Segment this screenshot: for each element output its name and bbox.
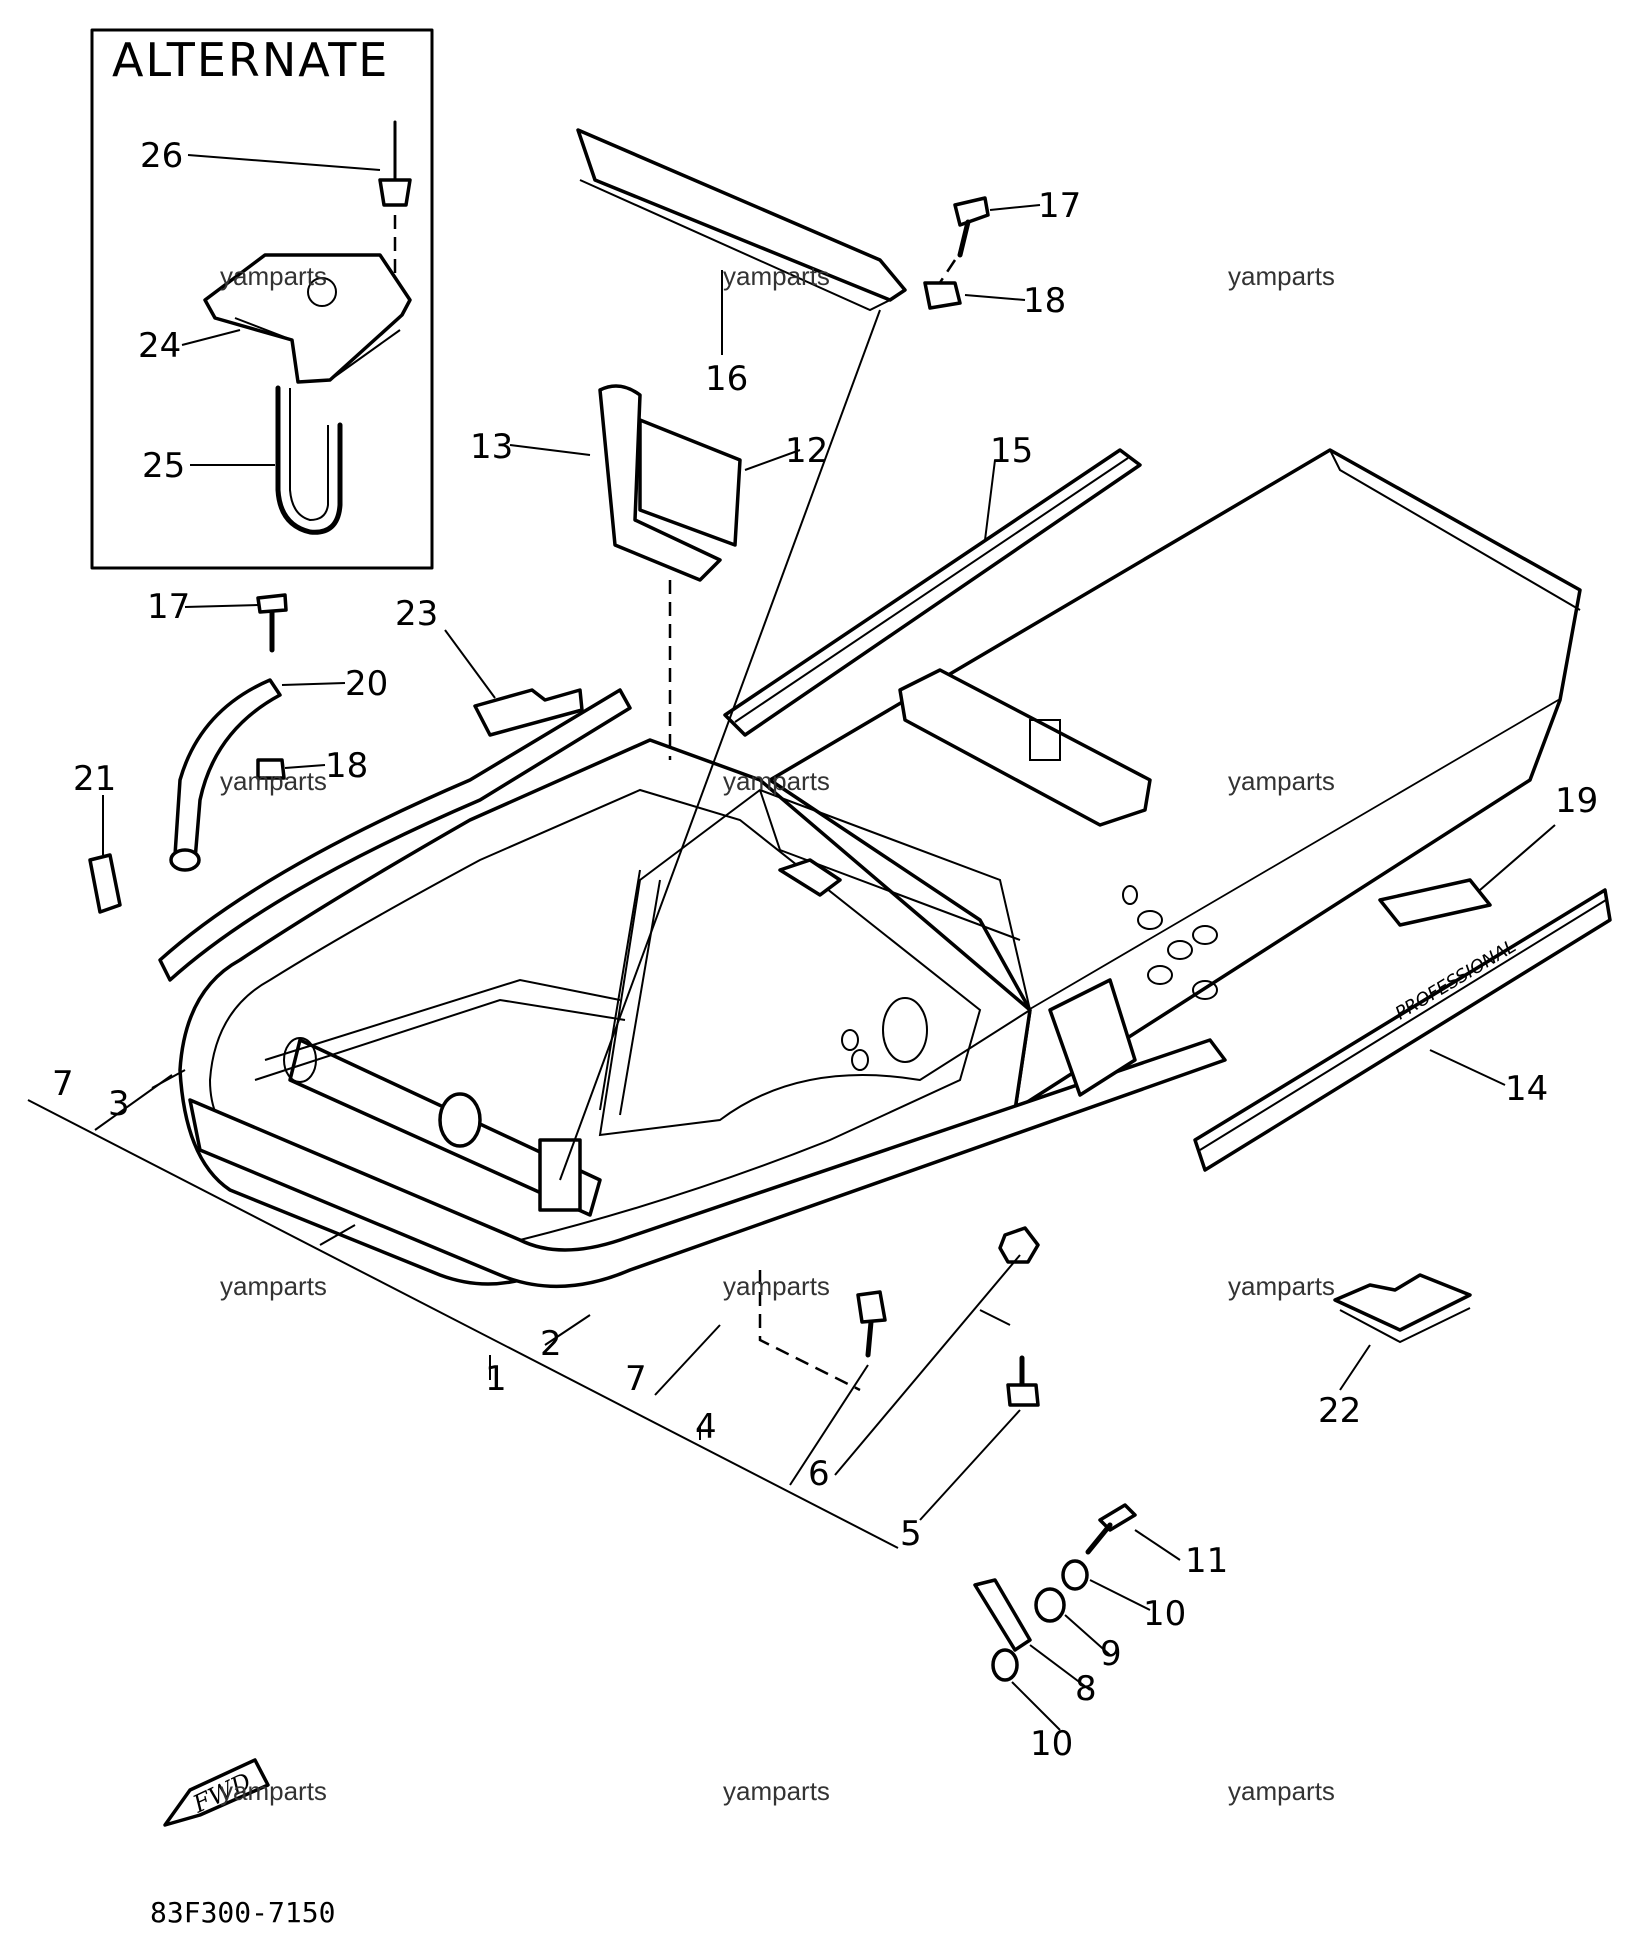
callout-7b: 7 <box>625 1359 647 1399</box>
callout-20: 20 <box>345 664 388 704</box>
watermark: yamparts <box>723 261 830 291</box>
watermark: yamparts <box>723 1776 830 1806</box>
watermarks: yamparts yamparts yamparts yamparts yamp… <box>220 261 1335 1806</box>
callout-11: 11 <box>1185 1541 1228 1581</box>
part-15-strip <box>723 448 1142 737</box>
callout-15: 15 <box>990 431 1033 471</box>
callout-16: 16 <box>705 359 748 399</box>
engine-cradle <box>598 788 1032 1137</box>
hardware-8-11 <box>973 1503 1137 1682</box>
watermark: yamparts <box>723 766 830 796</box>
watermark: yamparts <box>220 1776 327 1806</box>
watermark: yamparts <box>220 1271 327 1301</box>
part-25-u-bolt <box>275 385 343 535</box>
part-19-pad <box>1378 878 1492 927</box>
callout-26: 26 <box>140 136 183 176</box>
inset-title: ALTERNATE <box>112 33 389 87</box>
part-26-screw <box>378 120 412 290</box>
callout-5: 5 <box>900 1514 922 1554</box>
callout-1: 1 <box>485 1359 507 1399</box>
part-23-tag <box>473 688 584 737</box>
callout-23: 23 <box>395 594 438 634</box>
reference-lines <box>27 204 1556 1731</box>
part-17-18-top <box>923 196 990 310</box>
diagram-code: 83F300-7150 <box>150 1896 335 1929</box>
callout-21: 21 <box>73 759 116 799</box>
part-21-clip <box>88 853 122 914</box>
suspension-bracket <box>898 668 1152 827</box>
part-24-bracket <box>203 253 412 384</box>
callout-2: 2 <box>540 1324 562 1364</box>
callouts: 1 2 3 4 5 6 7 7 8 9 10 10 11 12 13 14 15… <box>52 186 1598 1764</box>
tunnel-holes <box>1122 885 1218 1000</box>
callout-25: 25 <box>142 446 185 486</box>
callout-17b: 17 <box>147 587 190 627</box>
callout-8: 8 <box>1075 1669 1097 1709</box>
callout-4: 4 <box>695 1407 717 1447</box>
part-17-20-left <box>88 593 288 914</box>
watermark: yamparts <box>723 1271 830 1301</box>
watermark: yamparts <box>1228 1776 1335 1806</box>
callout-24: 24 <box>138 326 181 366</box>
callout-14: 14 <box>1505 1069 1548 1109</box>
inset-frame <box>90 28 434 570</box>
callout-13: 13 <box>470 427 513 467</box>
part-12-13-pad <box>598 384 742 760</box>
callout-10b: 10 <box>1030 1724 1073 1764</box>
callout-7a: 7 <box>52 1064 74 1104</box>
watermark: yamparts <box>220 766 327 796</box>
watermark: yamparts <box>220 261 327 291</box>
callout-18a: 18 <box>1023 281 1066 321</box>
callout-9: 9 <box>1100 1634 1122 1674</box>
watermark: yamparts <box>1228 1271 1335 1301</box>
callout-17a: 17 <box>1038 186 1081 226</box>
callout-12: 12 <box>785 431 828 471</box>
watermark: yamparts <box>1228 261 1335 291</box>
watermark: yamparts <box>1228 766 1335 796</box>
alternate-inset: ALTERNATE 26 24 25 <box>90 28 434 570</box>
callout-10a: 10 <box>1143 1594 1186 1634</box>
hardware-4-5-6 <box>758 1226 1040 1407</box>
callout-22: 22 <box>1318 1391 1361 1431</box>
callout-18b: 18 <box>325 746 368 786</box>
left-side-rail <box>158 688 632 982</box>
callout-3: 3 <box>108 1084 130 1124</box>
part-22-plate <box>1333 1273 1472 1332</box>
callout-19: 19 <box>1555 781 1598 821</box>
part-16-panel <box>559 128 907 1181</box>
front-bumper <box>188 1038 1227 1289</box>
frame-assembly <box>158 448 1582 1289</box>
callout-6: 6 <box>808 1454 830 1494</box>
